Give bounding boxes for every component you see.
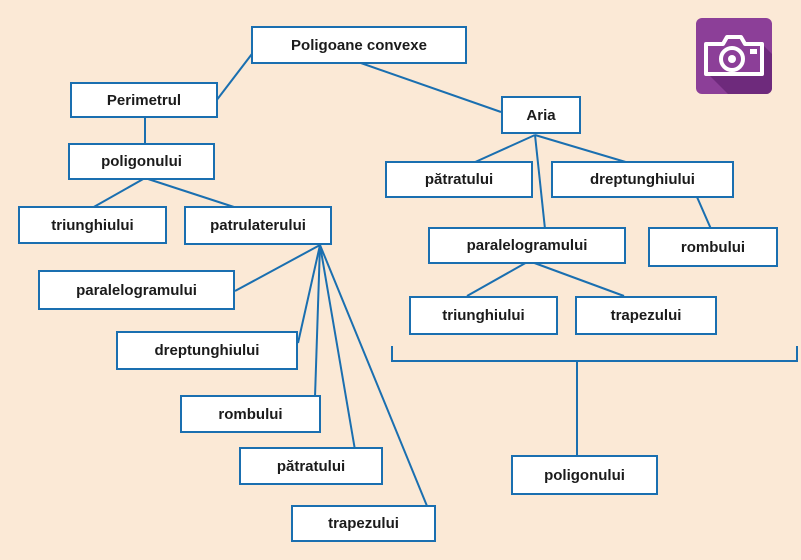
aria-patrat-node: pătratului xyxy=(385,161,533,198)
perimetru-triunghi-label: triunghiului xyxy=(51,216,134,234)
connector-patrulater-trapez xyxy=(319,244,428,507)
connector-patrulater-paralelogram xyxy=(234,244,321,292)
perimetru-label: Perimetrul xyxy=(106,91,182,109)
connector-patrulater-patrat xyxy=(319,244,356,451)
perimetru-triunghi-node: triunghiului xyxy=(18,206,167,244)
aria-triunghi-label: triunghiului xyxy=(442,307,525,324)
connector-poligon-patrulater xyxy=(144,177,238,209)
camera-icon[interactable] xyxy=(696,18,772,94)
aria-node: Aria xyxy=(501,96,581,134)
perimetru-poligon-label: poligonului xyxy=(101,153,182,170)
aria-patrat-label: pătratului xyxy=(424,171,494,188)
perimetru-node: Perimetrul xyxy=(70,82,218,118)
perimetru-patrulater-node: patrulaterului xyxy=(184,206,332,245)
aria-trapez-node: trapezului xyxy=(575,296,717,335)
connector-aria-dreptunghi xyxy=(534,134,630,164)
root-node: Poligoane convexe xyxy=(251,26,467,64)
perimetru-patrat-node: pătratului xyxy=(239,447,383,485)
perimetru-patrulater-label: patrulaterului xyxy=(210,217,306,234)
bracket-line xyxy=(391,346,798,362)
connector-root-aria xyxy=(357,61,502,113)
perimetru-patrat-label: pătratului xyxy=(276,457,346,475)
aria-trapez-label: trapezului xyxy=(610,307,682,324)
aria-poligon-node: poligonului xyxy=(511,455,658,495)
aria-label: Aria xyxy=(526,106,556,124)
perimetru-paralelogram-node: paralelogramului xyxy=(38,270,235,310)
aria-triunghi-node: triunghiului xyxy=(409,296,558,335)
connector-patrulater-romb xyxy=(314,244,321,398)
perimetru-trapez-label: trapezului xyxy=(328,515,399,532)
perimetru-paralelogram-label: paralelogramului xyxy=(76,281,197,299)
perimetru-poligon-node: poligonului xyxy=(68,143,215,180)
aria-paralelogram-label: paralelogramului xyxy=(466,237,588,254)
aria-romb-label: rombului xyxy=(680,238,746,256)
connector-aria-patrat xyxy=(472,134,536,164)
root-label: Poligoane convexe xyxy=(291,36,427,54)
connector-patrulater-dreptunghi xyxy=(297,244,321,344)
perimetru-romb-node: rombului xyxy=(180,395,321,433)
perimetru-dreptunghi-node: dreptunghiului xyxy=(116,331,298,370)
connector-poligon-triunghi xyxy=(91,177,146,209)
perimetru-dreptunghi-label: dreptunghiului xyxy=(154,342,260,359)
connector-aria-paralelogram xyxy=(534,134,546,230)
aria-dreptunghi-label: dreptunghiului xyxy=(590,171,695,188)
aria-dreptunghi-node: dreptunghiului xyxy=(551,161,734,198)
connector-dreptunghi-romb xyxy=(696,196,712,230)
connector-paralelogram-triunghi xyxy=(466,260,530,297)
aria-romb-node: rombului xyxy=(648,227,778,267)
perimetru-romb-label: rombului xyxy=(218,405,283,423)
connector-paralelogram-trapez xyxy=(528,260,625,297)
perimetru-trapez-node: trapezului xyxy=(291,505,436,542)
aria-paralelogram-node: paralelogramului xyxy=(428,227,626,264)
aria-poligon-label: poligonului xyxy=(544,466,625,484)
